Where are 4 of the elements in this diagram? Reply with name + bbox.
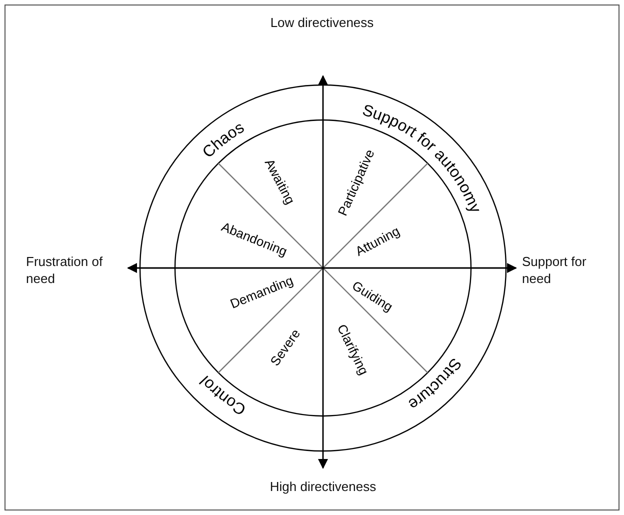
axis-label: Support for need [522,253,588,287]
axis-label: Low directiveness [269,14,375,31]
axis-label: High directiveness [268,478,378,495]
axis-label: Frustration of need [26,253,104,287]
